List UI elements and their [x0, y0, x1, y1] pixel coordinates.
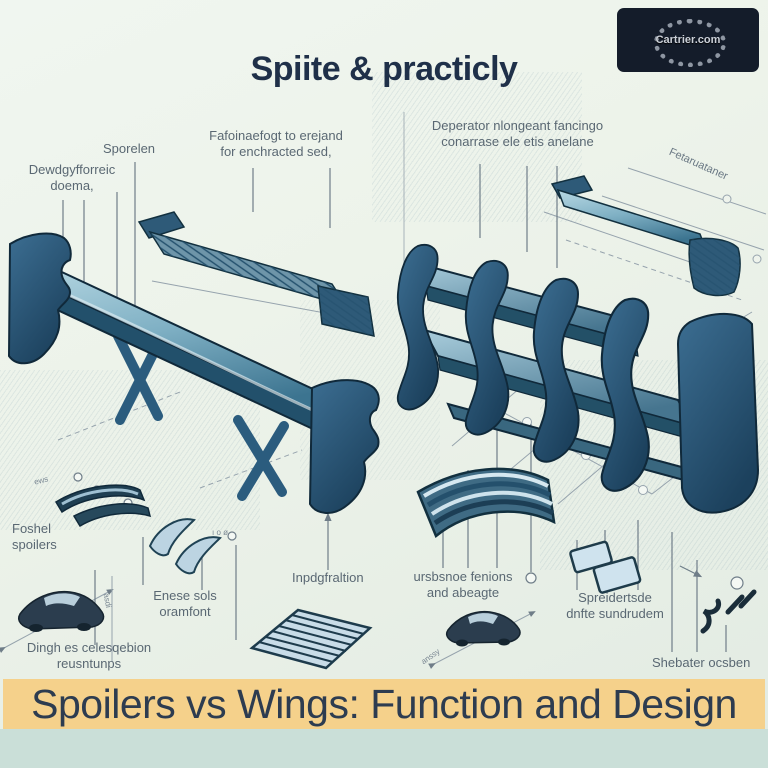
dimension-lines	[0, 112, 767, 669]
site-logo-text: Cartrier.com	[655, 34, 721, 46]
gt-wing-illustration	[7, 232, 380, 514]
lip-spoiler-illustration	[54, 484, 152, 528]
canards-illustration	[148, 518, 222, 575]
bottom-strip	[0, 729, 768, 768]
curved-blade-illustration	[416, 467, 556, 539]
caption-banner: Spoilers vs Wings: Function and Design	[3, 679, 765, 729]
multi-fin-wing-illustration	[396, 244, 760, 514]
label-enese: Enese sols oramfont	[153, 588, 217, 619]
small-wing-sketch	[550, 175, 741, 297]
site-logo: Cartrier.com	[617, 8, 759, 72]
label-sheater: Shebater ocsben	[652, 655, 751, 670]
label-inpdg: Inpdgfraltion	[292, 570, 364, 585]
micro-label-io: ı o ø	[212, 528, 229, 537]
page-title: Spiite & practicly	[250, 50, 518, 88]
label-dewdgy: Dewdgyfforreic doema,	[28, 162, 116, 193]
gear-icon: Cartrier.com	[640, 13, 736, 67]
label-spreider: Spreidertsde dnfte sundrudem	[566, 590, 664, 621]
label-fafo: Fafoinaefogt to erejand for enchracted s…	[209, 128, 343, 159]
car-sketch-middle	[446, 610, 521, 647]
label-sporelen: Sporelen	[103, 141, 156, 156]
car-sketch-left	[18, 590, 105, 632]
fasteners-illustration	[700, 589, 757, 634]
label-deperator: Deperator nlongeant fancingo conarrase e…	[431, 118, 604, 149]
label-foshel: Foshel spoilers	[12, 521, 57, 552]
ribbed-panel-illustration	[249, 608, 373, 670]
carbon-wing-illustration	[137, 211, 375, 337]
label-ursb: ursbsnoe fenions and abeagte	[413, 569, 513, 600]
mounting-plates-illustration	[569, 540, 642, 594]
caption-text: Spoilers vs Wings: Function and Design	[31, 680, 737, 727]
label-dingh: Dingh es celesqebion reusntunps	[26, 640, 152, 671]
